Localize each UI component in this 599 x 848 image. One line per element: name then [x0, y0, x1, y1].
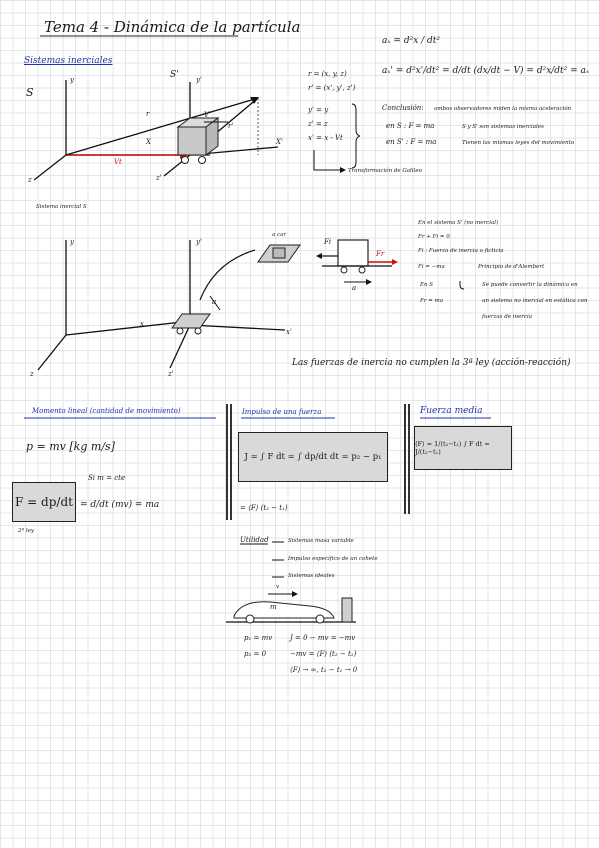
j-row-1: J = 0 − mv = −mv [290, 634, 356, 642]
note-nonertial: En el sistema S' (no inercial) [418, 220, 499, 226]
galileo-arrow [313, 150, 340, 171]
eq-r: r = (x, y, z) [308, 70, 347, 78]
label-r: r [146, 110, 150, 118]
note-fi-def: Fi : Fuerza de inercia o ficticia [418, 248, 504, 254]
galileo-label: Transformación de Galileo [348, 168, 422, 174]
frame2-S-axes [37, 240, 201, 371]
label-V: V [204, 111, 210, 119]
label2-a: a [212, 298, 217, 306]
dalembert-text-1: Se puede convertir la dinámica en [482, 282, 578, 288]
impulso-avg: = ⟨F⟩ (t₂ − t₁) [240, 504, 288, 512]
f-rest-eq: = d/dt (mv) = ma [80, 500, 160, 510]
ax-eq: aₓ = d²x / dt² [382, 36, 441, 46]
conclusion-text: ambos observadores miden la misma aceler… [434, 106, 572, 112]
a2-label: a [352, 284, 357, 292]
f-dp-dt-box: F = dp/dt [12, 482, 76, 522]
moving-box [177, 126, 207, 156]
note-fr-eq: Fr = ma [420, 298, 444, 304]
label-x: X [146, 138, 151, 146]
car-mass-label: m [270, 603, 277, 611]
r-vector-head [250, 97, 259, 104]
label2-z: z [30, 370, 34, 378]
car-label: a car [272, 232, 287, 238]
label2-y: y [70, 238, 74, 246]
label-z: z [28, 176, 32, 184]
wheel [198, 156, 206, 164]
eq-x: x' = x - Vt [308, 134, 343, 142]
momento-heading: Momento lineal (cantidad de movimiento) [32, 407, 181, 415]
car-v-label: v [276, 584, 280, 590]
label-rp: r' [228, 122, 234, 130]
label-xp: X' [276, 138, 283, 146]
p-equation: p = mv [kg m/s] [26, 440, 115, 453]
section2-heading: Sistema inercial S [36, 204, 87, 210]
dalembert-text-2: un sistema no inercial en estática con [482, 298, 588, 304]
note-fi-eq: Fi = −ma [418, 264, 445, 270]
third-law-note: Las fuerzas de inercia no cumplen la 3ª … [292, 358, 571, 368]
separator [226, 404, 228, 520]
r-vector [65, 97, 259, 156]
section-heading-inerciales: Sistemas inerciales [24, 56, 113, 66]
label2-x: x [140, 320, 144, 328]
label-y: y [70, 76, 74, 84]
j-row-3: ⟨F⟩ → ∞, t₂ − t₁ → 0 [290, 666, 358, 674]
page-title: Tema 4 - Dinámica de la partícula [44, 18, 301, 36]
label-S: S [26, 86, 34, 99]
utilidad-arrows [272, 541, 284, 578]
si-m-cte: Si m = cte [88, 474, 126, 482]
label-yp: y' [196, 76, 202, 84]
dalembert-label: Principio de d'Alembert [478, 264, 545, 270]
eq-brace [351, 103, 361, 169]
separator [230, 404, 232, 520]
label2-yp: y' [196, 238, 202, 246]
label-zp: z' [156, 174, 162, 182]
impulso-heading: Impulso de una fuerza [242, 408, 322, 416]
fuerza-media-eq: ⟨F⟩ = 1/(t₂−t₁) ∫ F dt = J/(t₂−t₁) [415, 440, 490, 456]
eq-z: z' = z [308, 120, 328, 128]
platform [171, 313, 211, 329]
fi-label: Fi [324, 238, 332, 246]
impulso-eq: J = ∫ F dt = ∫ dp/dt dt = p₂ − p₁ [244, 452, 382, 462]
j-row-2: −mv = ⟨F⟩ (t₂ − t₁) [290, 650, 357, 658]
p1-row: p₁ = mv [244, 634, 273, 642]
axp-eq: aₓ' = d²x'/dt² = d/dt (dx/dt − V) = d²x/… [382, 66, 590, 76]
frame2-Sp-axes [169, 240, 286, 369]
force-box [337, 239, 369, 267]
en-S-label: En S [420, 282, 434, 288]
eq-y: y' = y [308, 106, 329, 114]
label2-xp: x' [286, 328, 292, 336]
fuerza-media-box: ⟨F⟩ = 1/(t₂−t₁) ∫ F dt = J/(t₂−t₁) [414, 426, 512, 470]
wall [341, 597, 353, 623]
a-arrow [209, 295, 221, 311]
segunda-ley: 2ª ley [18, 528, 34, 534]
conclusion-label: Conclusión: [382, 104, 424, 112]
separator [408, 404, 410, 514]
utilidad-item-1: Sistemas masa variable [288, 538, 354, 544]
utilidad-label: Utilidad [240, 536, 269, 544]
p2-row: p₂ = 0 [244, 650, 267, 658]
wheel [181, 156, 189, 164]
note-leyes: Tienen las mismas leyes del movimiento [462, 140, 575, 146]
eq-newton-S: en S : F = ma [386, 122, 435, 130]
eq-newton-Sp: en S' : F = ma [386, 138, 437, 146]
note-sum: Fr + Fi = 0 [418, 234, 450, 240]
f-dp-dt: F = dp/dt [15, 495, 73, 509]
separator [404, 404, 406, 514]
eq-rp: r' = (x', y', z') [308, 84, 356, 92]
car-body [233, 601, 335, 619]
note-inerciales: S y S' son sistemas inerciales [462, 124, 544, 130]
trajectory-curve [199, 249, 256, 301]
fr-label: Fr [376, 250, 385, 258]
label-Vt: Vt [114, 158, 122, 166]
utilidad-item-3: Sistemas ideales [288, 573, 335, 579]
impulso-box: J = ∫ F dt = ∫ dp/dt dt = p₂ − p₁ [238, 432, 388, 482]
utilidad-item-2: Impulso específico de un cohete [288, 556, 378, 562]
label2-zp: z' [168, 370, 174, 378]
fuerza-media-heading: Fuerza media [420, 406, 483, 416]
label-Sp: S' [170, 70, 179, 80]
dalembert-text-3: fuerzas de inercia [482, 314, 533, 320]
